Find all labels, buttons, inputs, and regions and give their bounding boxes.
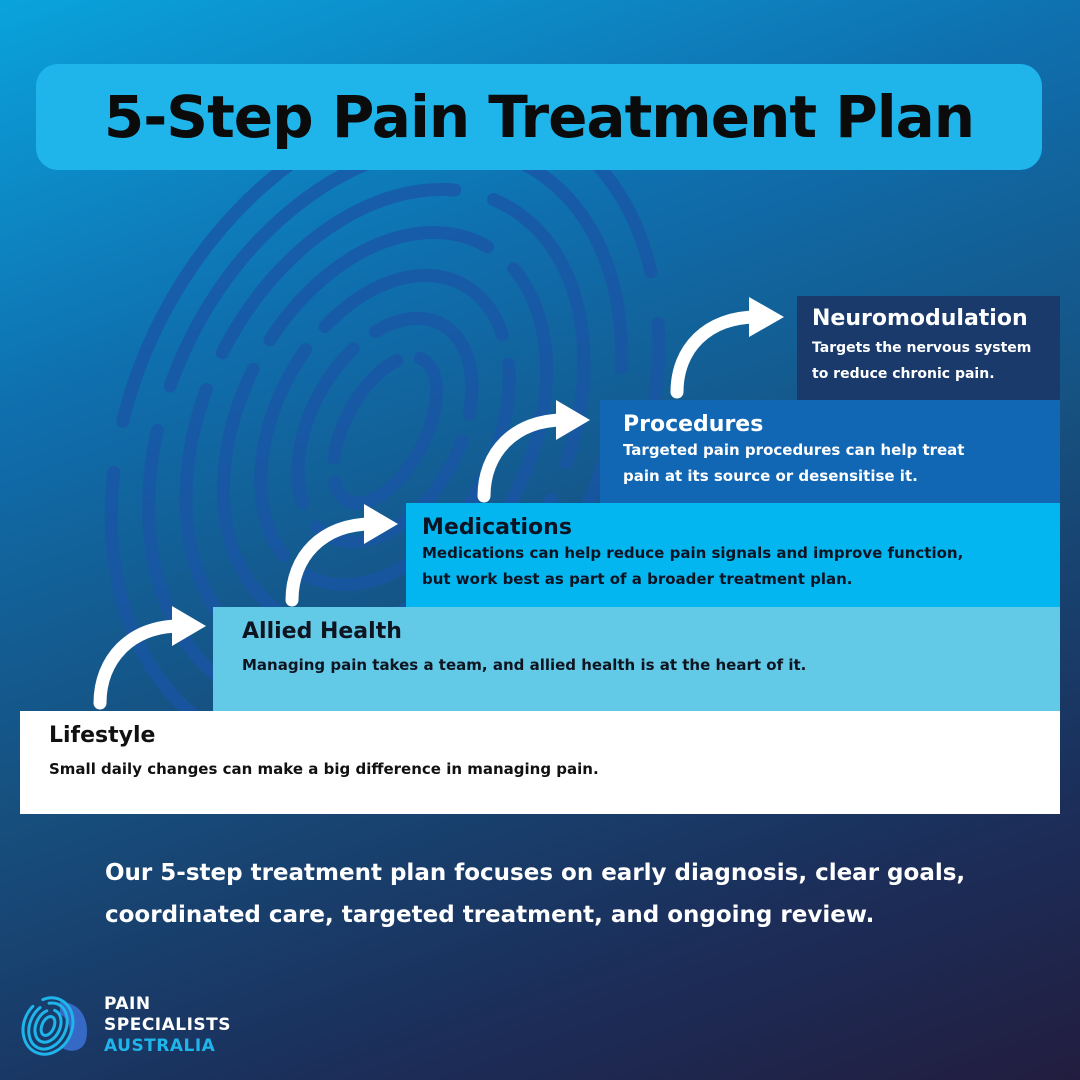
logo-line: PAIN: [104, 994, 151, 1014]
step-title: Lifestyle: [49, 723, 156, 748]
step-title: Neuromodulation: [812, 306, 1028, 331]
tagline-line: Our 5-step treatment plan focuses on ear…: [105, 860, 966, 886]
tagline-line: coordinated care, targeted treatment, an…: [105, 902, 875, 928]
fingerprint-logo-icon: [21, 996, 87, 1056]
step-description: Targets the nervous system to reduce chr…: [812, 335, 1060, 387]
step-description: Small daily changes can make a big diffe…: [49, 760, 599, 778]
step-desc-line: Medications can help reduce pain signals…: [422, 544, 964, 562]
logo-wordmark: PAIN SPECIALISTS AUSTRALIA: [104, 994, 231, 1057]
brand-logo: PAIN SPECIALISTS AUSTRALIA: [20, 992, 260, 1064]
step-description: Targeted pain procedures can help treat …: [623, 437, 1060, 489]
step-desc-line: Targets the nervous system: [812, 340, 1032, 356]
logo-line: AUSTRALIA: [104, 1036, 216, 1056]
step-description: Managing pain takes a team, and allied h…: [242, 656, 807, 674]
page-title: 5-Step Pain Treatment Plan: [103, 83, 975, 151]
step-desc-line: Targeted pain procedures can help treat: [623, 441, 965, 459]
step-desc-line: pain at its source or desensitise it.: [623, 467, 918, 485]
title-banner: 5-Step Pain Treatment Plan: [36, 64, 1042, 170]
step-allied-health: Allied Health Managing pain takes a team…: [213, 607, 1060, 711]
step-description: Medications can help reduce pain signals…: [422, 540, 1060, 592]
step-neuromodulation: Neuromodulation Targets the nervous syst…: [797, 296, 1060, 400]
step-title: Allied Health: [242, 619, 402, 644]
step-medications: Medications Medications can help reduce …: [406, 503, 1060, 607]
step-lifestyle: Lifestyle Small daily changes can make a…: [20, 711, 1060, 814]
tagline: Our 5-step treatment plan focuses on ear…: [105, 852, 1005, 936]
step-desc-line: to reduce chronic pain.: [812, 366, 995, 382]
step-title: Procedures: [623, 412, 764, 437]
logo-line: SPECIALISTS: [104, 1015, 232, 1035]
step-title: Medications: [422, 515, 572, 540]
step-desc-line: but work best as part of a broader treat…: [422, 570, 853, 588]
step-procedures: Procedures Targeted pain procedures can …: [600, 400, 1060, 503]
